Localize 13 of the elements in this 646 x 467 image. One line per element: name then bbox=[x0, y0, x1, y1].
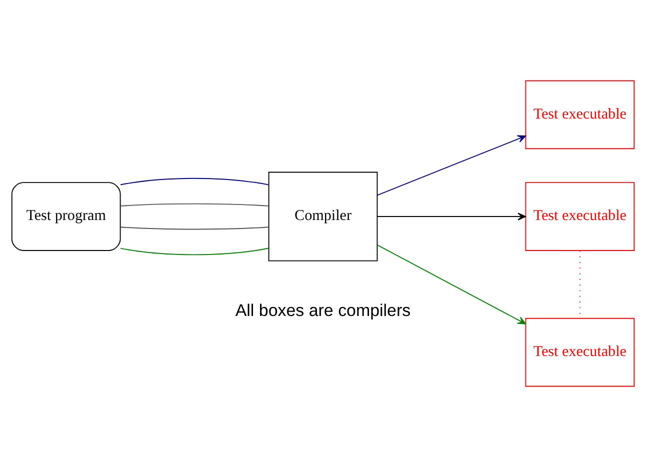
node-box: Test executable bbox=[525, 318, 635, 387]
connector bbox=[120, 203, 270, 206]
arrow bbox=[376, 135, 526, 196]
node-box: Test executable bbox=[525, 182, 635, 251]
node-box: Test program bbox=[11, 182, 121, 251]
label: All boxes are compilers bbox=[235, 300, 411, 320]
connector bbox=[120, 248, 270, 256]
connector bbox=[120, 178, 270, 186]
node-box: Compiler bbox=[268, 172, 378, 262]
arrow bbox=[376, 212, 526, 220]
arrow bbox=[376, 244, 526, 324]
node-box: Test executable bbox=[525, 80, 635, 150]
connector bbox=[120, 226, 270, 230]
